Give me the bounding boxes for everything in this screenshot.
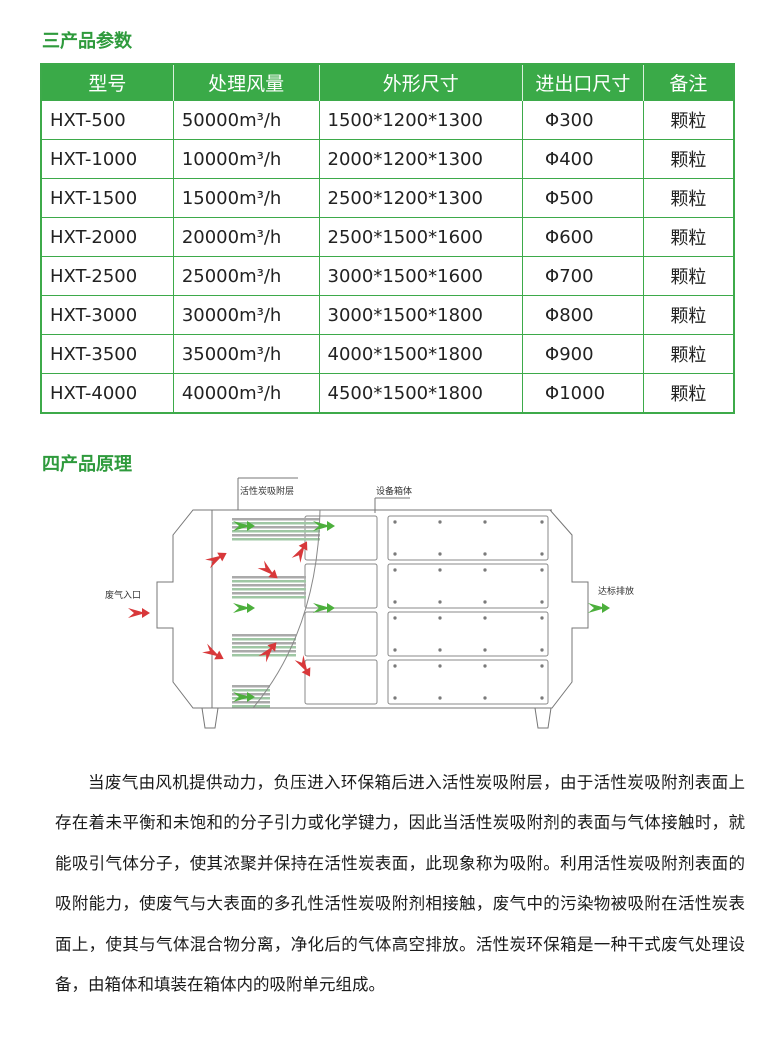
- section-title-params: 三产品参数: [42, 31, 132, 52]
- label-carbon-layer: 活性炭吸附层: [240, 485, 294, 497]
- table-cell: 25000m³/h: [172, 256, 320, 296]
- table-cell: 20000m³/h: [172, 217, 320, 257]
- flow-arrow-icon: [233, 603, 255, 613]
- table-cell: 3000*1500*1800: [318, 295, 524, 335]
- table-cell: 4500*1500*1800: [318, 373, 524, 414]
- table-cell: HXT-500: [40, 100, 174, 140]
- table-cell: Φ400: [522, 139, 644, 179]
- flow-arrow-icon: [233, 521, 255, 531]
- table-cell: HXT-3500: [40, 334, 174, 374]
- table-cell: 10000m³/h: [172, 139, 320, 179]
- table-cell: Φ700: [522, 256, 644, 296]
- table-cell: 30000m³/h: [172, 295, 320, 335]
- column-header: 型号: [41, 64, 174, 101]
- flow-arrow-icon: [313, 603, 335, 613]
- flow-arrow-icon: [588, 603, 610, 613]
- flow-arrow-icon: [233, 692, 255, 702]
- table-cell: Φ600: [522, 217, 644, 257]
- label-outlet: 达标排放: [598, 585, 634, 597]
- label-equipment-box: 设备箱体: [376, 485, 412, 497]
- table-cell: 颗粒: [642, 100, 735, 140]
- flow-arrow-icon: [294, 655, 311, 677]
- table-cell: HXT-2500: [40, 256, 174, 296]
- column-header: 备注: [643, 64, 735, 101]
- table-cell: 2500*1500*1600: [318, 217, 524, 257]
- column-header: 进出口尺寸: [522, 64, 644, 101]
- table-cell: 颗粒: [642, 295, 735, 335]
- table-cell: 颗粒: [642, 178, 735, 218]
- table-cell: HXT-1000: [40, 139, 174, 179]
- table-cell: 2500*1200*1300: [318, 178, 524, 218]
- flow-arrow-icon: [258, 642, 277, 663]
- table-cell: 2000*1200*1300: [318, 139, 524, 179]
- table-cell: Φ900: [522, 334, 644, 374]
- table-cell: HXT-1500: [40, 178, 174, 218]
- table-cell: Φ1000: [522, 373, 644, 414]
- table-cell: Φ800: [522, 295, 644, 335]
- table-cell: 颗粒: [642, 217, 735, 257]
- flow-arrow-icon: [205, 552, 227, 569]
- table-cell: 颗粒: [642, 334, 735, 374]
- table-cell: 35000m³/h: [172, 334, 320, 374]
- flow-arrow-icon: [291, 541, 308, 563]
- table-cell: 50000m³/h: [172, 100, 320, 140]
- flow-arrow-icon: [202, 643, 224, 660]
- table-cell: Φ500: [522, 178, 644, 218]
- table-cell: 颗粒: [642, 139, 735, 179]
- flow-arrow-icon: [128, 608, 150, 618]
- column-header: 处理风量: [173, 64, 320, 101]
- table-cell: 3000*1500*1600: [318, 256, 524, 296]
- table-cell: 4000*1500*1800: [318, 334, 524, 374]
- table-cell: 1500*1200*1300: [318, 100, 524, 140]
- table-cell: 15000m³/h: [172, 178, 320, 218]
- table-cell: 40000m³/h: [172, 373, 320, 414]
- section-title-principle: 四产品原理: [42, 454, 132, 475]
- table-cell: 颗粒: [642, 373, 735, 414]
- principle-diagram: 活性炭吸附层 设备箱体 废气入口 达标排放: [105, 477, 634, 729]
- table-cell: HXT-4000: [40, 373, 174, 414]
- flow-arrow-icon: [257, 560, 278, 579]
- table-cell: HXT-3000: [40, 295, 174, 335]
- principle-paragraph: 当废气由风机提供动力，负压进入环保箱后进入活性炭吸附层，由于活性炭吸附剂表面上存…: [55, 773, 745, 995]
- flow-arrow-icon: [313, 521, 335, 531]
- column-header: 外形尺寸: [319, 64, 524, 101]
- table-cell: Φ300: [522, 100, 644, 140]
- table-cell: 颗粒: [642, 256, 735, 296]
- label-gas-inlet: 废气入口: [105, 589, 141, 601]
- table-cell: HXT-2000: [40, 217, 174, 257]
